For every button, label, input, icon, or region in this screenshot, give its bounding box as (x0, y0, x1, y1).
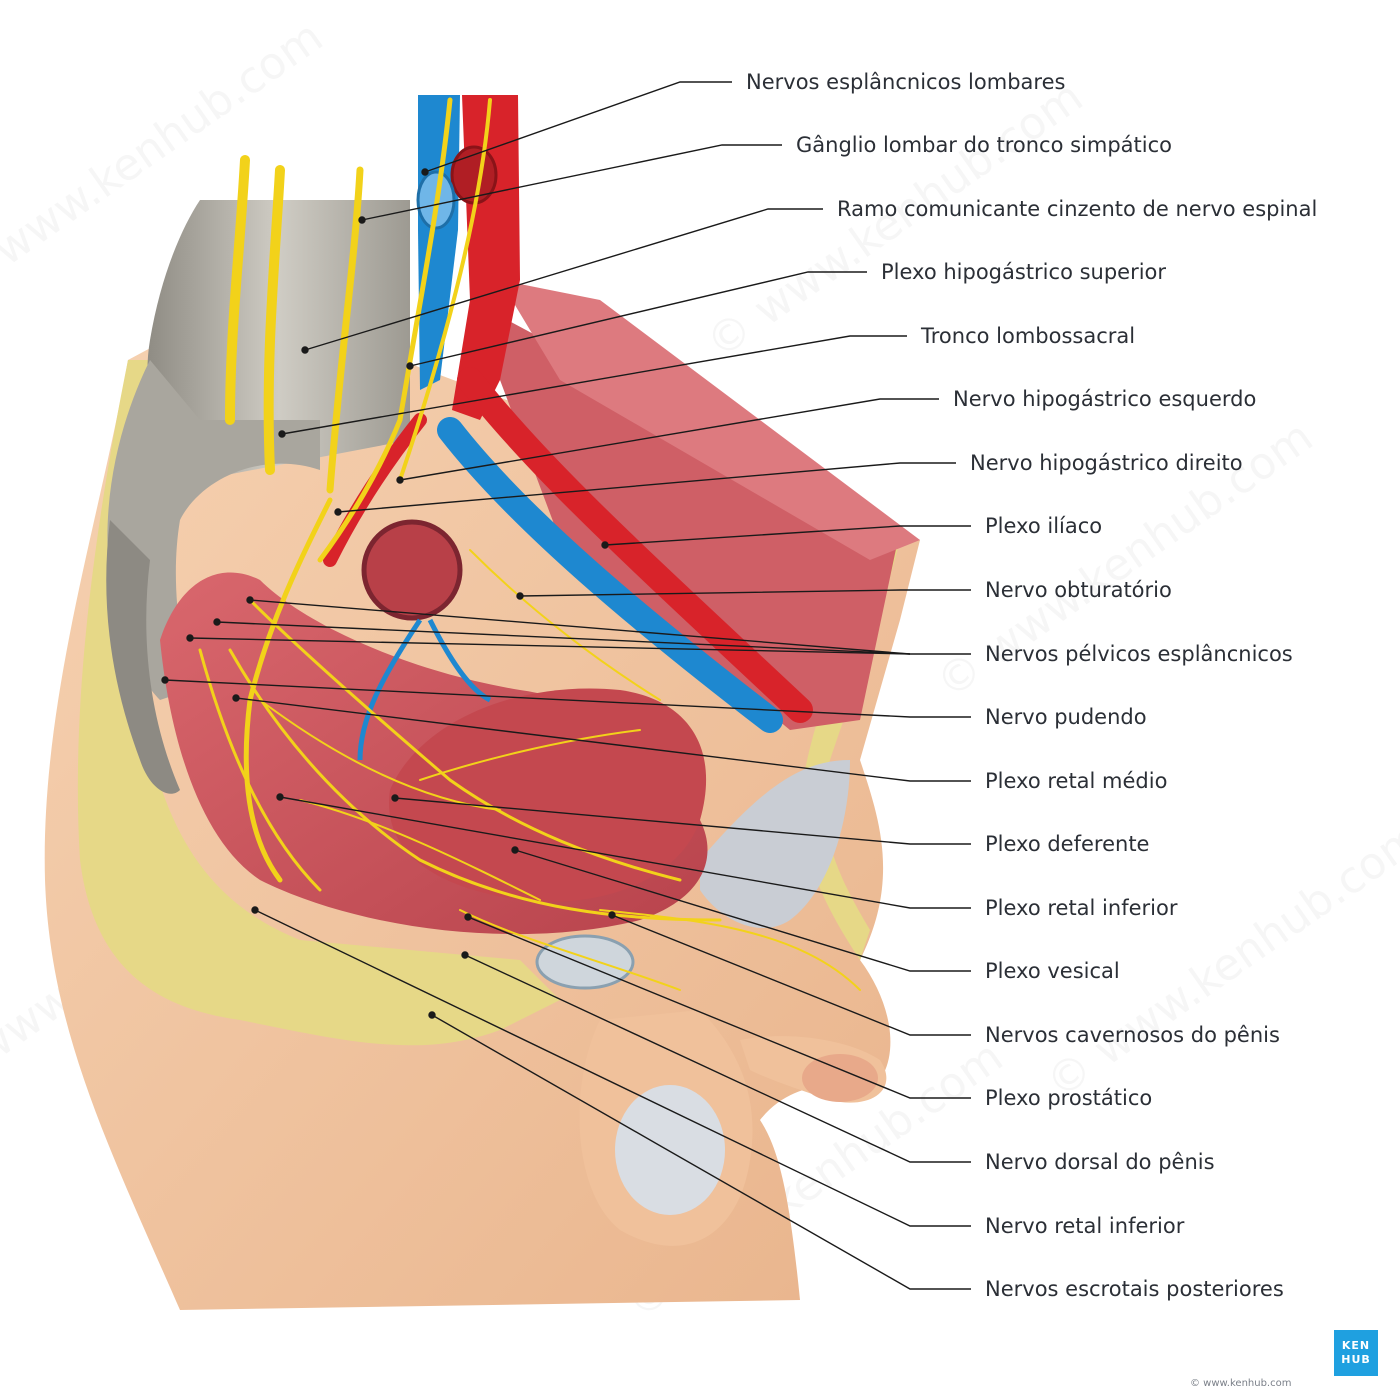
leader-lines (161, 81, 971, 1290)
leader-dot (358, 216, 366, 224)
leader-dot (276, 793, 284, 801)
leader-dot (213, 618, 221, 626)
label-nervo-dorsal-penis: Nervo dorsal do pênis (985, 1150, 1215, 1174)
leader-line (361, 144, 782, 221)
leader-line (611, 914, 971, 1036)
leader-line (519, 589, 971, 597)
leader-dot (186, 634, 194, 642)
bladder-wall (700, 760, 850, 929)
testis (615, 1085, 725, 1215)
leader-line (424, 81, 732, 173)
label-plexo-iliaco: Plexo ilíaco (985, 514, 1103, 538)
leader-dot (396, 476, 404, 484)
bladder (389, 688, 707, 902)
subcutaneous-fat (77, 360, 561, 1046)
label-nervos-escrotais-posteriores: Nervos escrotais posteriores (985, 1277, 1284, 1301)
pubic-bone (535, 934, 635, 990)
leader-dot (406, 362, 414, 370)
leader-dot (421, 168, 429, 176)
leader-line (399, 398, 939, 481)
label-plexo-retal-medio: Plexo retal médio (985, 769, 1168, 793)
leader-line (279, 796, 971, 909)
glans (802, 1054, 878, 1102)
psoas-muscle (500, 280, 920, 560)
leader-dot (511, 846, 519, 854)
internal-iliac-artery (323, 413, 427, 567)
external-iliac-artery (457, 367, 813, 723)
leader-line (281, 335, 907, 435)
lumbar-vertebrae (147, 200, 410, 480)
leader-line (604, 525, 971, 546)
leader-dot (161, 676, 169, 684)
label-plexo-vesical: Plexo vesical (985, 959, 1120, 983)
leader-dot (278, 430, 286, 438)
label-nervos-cavernosos: Nervos cavernosos do pênis (985, 1023, 1280, 1047)
leader-dot (334, 508, 342, 516)
logo-line-2: HUB (1341, 1353, 1371, 1366)
iliac-muscle (470, 300, 900, 730)
leader-line (304, 208, 823, 351)
coccyx-column (106, 520, 180, 794)
leader-dot (391, 794, 399, 802)
label-nervo-obturatorio: Nervo obturatório (985, 578, 1172, 602)
leader-dot (251, 906, 259, 914)
leader-dot (232, 694, 240, 702)
label-ganglio-lombar: Gânglio lombar do tronco simpático (796, 133, 1173, 157)
leader-line (216, 621, 911, 655)
leader-dot (246, 596, 254, 604)
leader-line (235, 697, 971, 782)
leader-line (337, 462, 956, 513)
leader-dot (464, 913, 472, 921)
label-nervo-pudendo: Nervo pudendo (985, 705, 1147, 729)
leader-line (467, 916, 971, 1099)
label-nervo-retal-inferior: Nervo retal inferior (985, 1214, 1185, 1238)
label-plexo-prostatico: Plexo prostático (985, 1086, 1153, 1110)
kenhub-logo: KEN HUB (1334, 1330, 1378, 1376)
leader-line (464, 954, 971, 1163)
credit-text: © www.kenhub.com (1190, 1378, 1292, 1389)
leader-line (409, 271, 867, 367)
label-nervos-esplancnicos-lombares: Nervos esplâncnicos lombares (746, 70, 1066, 94)
label-plexo-deferente: Plexo deferente (985, 832, 1150, 856)
leader-dot (428, 1011, 436, 1019)
leader-line (254, 909, 971, 1227)
leader-line (431, 1014, 971, 1290)
logo-line-1: KEN (1341, 1339, 1371, 1352)
vena-cava (418, 95, 460, 390)
label-plexo-hipogastrico-superior: Plexo hipogástrico superior (881, 260, 1167, 284)
leader-dot (301, 346, 309, 354)
rectum-cross-section (361, 519, 463, 621)
leader-dot (608, 911, 616, 919)
label-tronco-lombossacral: Tronco lombossacral (921, 324, 1136, 348)
leader-line (394, 797, 971, 845)
leader-line (164, 679, 971, 718)
label-nervo-hipogastrico-esquerdo: Nervo hipogástrico esquerdo (953, 387, 1257, 411)
leader-dot (516, 592, 524, 600)
leader-dot (601, 541, 609, 549)
label-nervo-hipogastrico-direito: Nervo hipogástrico direito (970, 451, 1243, 475)
leader-line (189, 637, 911, 655)
label-nervos-pelvicos-esplancnicos: Nervos pélvicos esplâncnicos (985, 642, 1293, 666)
label-ramo-comunicante-cinzento: Ramo comunicante cinzento de nervo espin… (837, 197, 1318, 221)
leader-line (514, 849, 971, 972)
leader-dot (461, 951, 469, 959)
label-plexo-retal-inferior: Plexo retal inferior (985, 896, 1178, 920)
